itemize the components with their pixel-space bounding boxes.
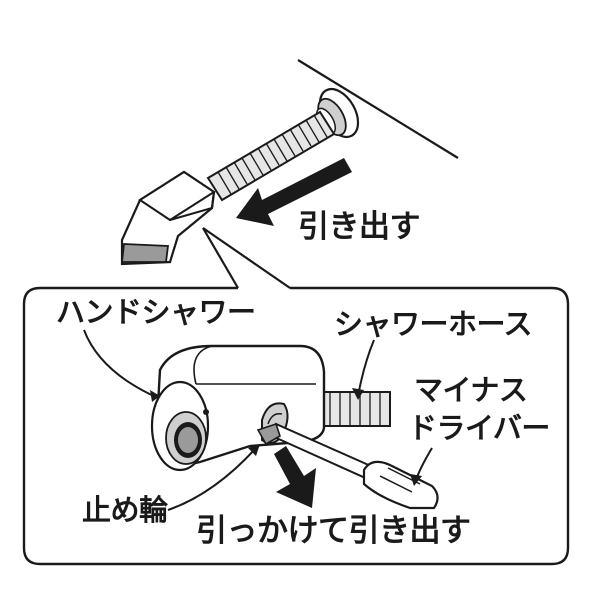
- leader-hand-shower-arrowhead: [150, 390, 160, 402]
- hook-and-pull-label: 引っかけて引き出す: [196, 513, 471, 549]
- hook-pull-arrow: [274, 446, 316, 508]
- wall-line: [297, 59, 459, 159]
- leader-shower-hose: [357, 339, 375, 397]
- lower-shower-hose: [309, 391, 391, 427]
- leader-stop-ring: [167, 447, 257, 511]
- shower-hose-label: シャワーホース: [334, 307, 533, 341]
- upper-shower-hose: [206, 110, 336, 202]
- stop-ring-label: 止め輪: [82, 493, 168, 527]
- callout-line-right: [202, 227, 291, 289]
- leader-shower-hose-arrowhead: [352, 388, 364, 400]
- callout-box: [22, 286, 570, 566]
- upper-hand-shower: [120, 170, 216, 266]
- minus-label-line2: ドライバー: [408, 411, 550, 445]
- lower-hand-shower: [150, 344, 326, 472]
- leader-screwdriver: [415, 447, 433, 481]
- leader-hand-shower: [83, 329, 159, 399]
- hand-shower-label: ハンドシャワー: [56, 295, 256, 329]
- minus-label-line1: マイナス: [414, 373, 528, 407]
- callout-line-left: [202, 227, 239, 289]
- pull-out-arrow: [236, 158, 352, 226]
- minus-screwdriver: [256, 422, 439, 510]
- leader-screwdriver-arrowhead: [410, 474, 422, 486]
- leader-stop-ring-arrowhead: [248, 444, 260, 456]
- pull-out-label: 引き出す: [298, 209, 421, 245]
